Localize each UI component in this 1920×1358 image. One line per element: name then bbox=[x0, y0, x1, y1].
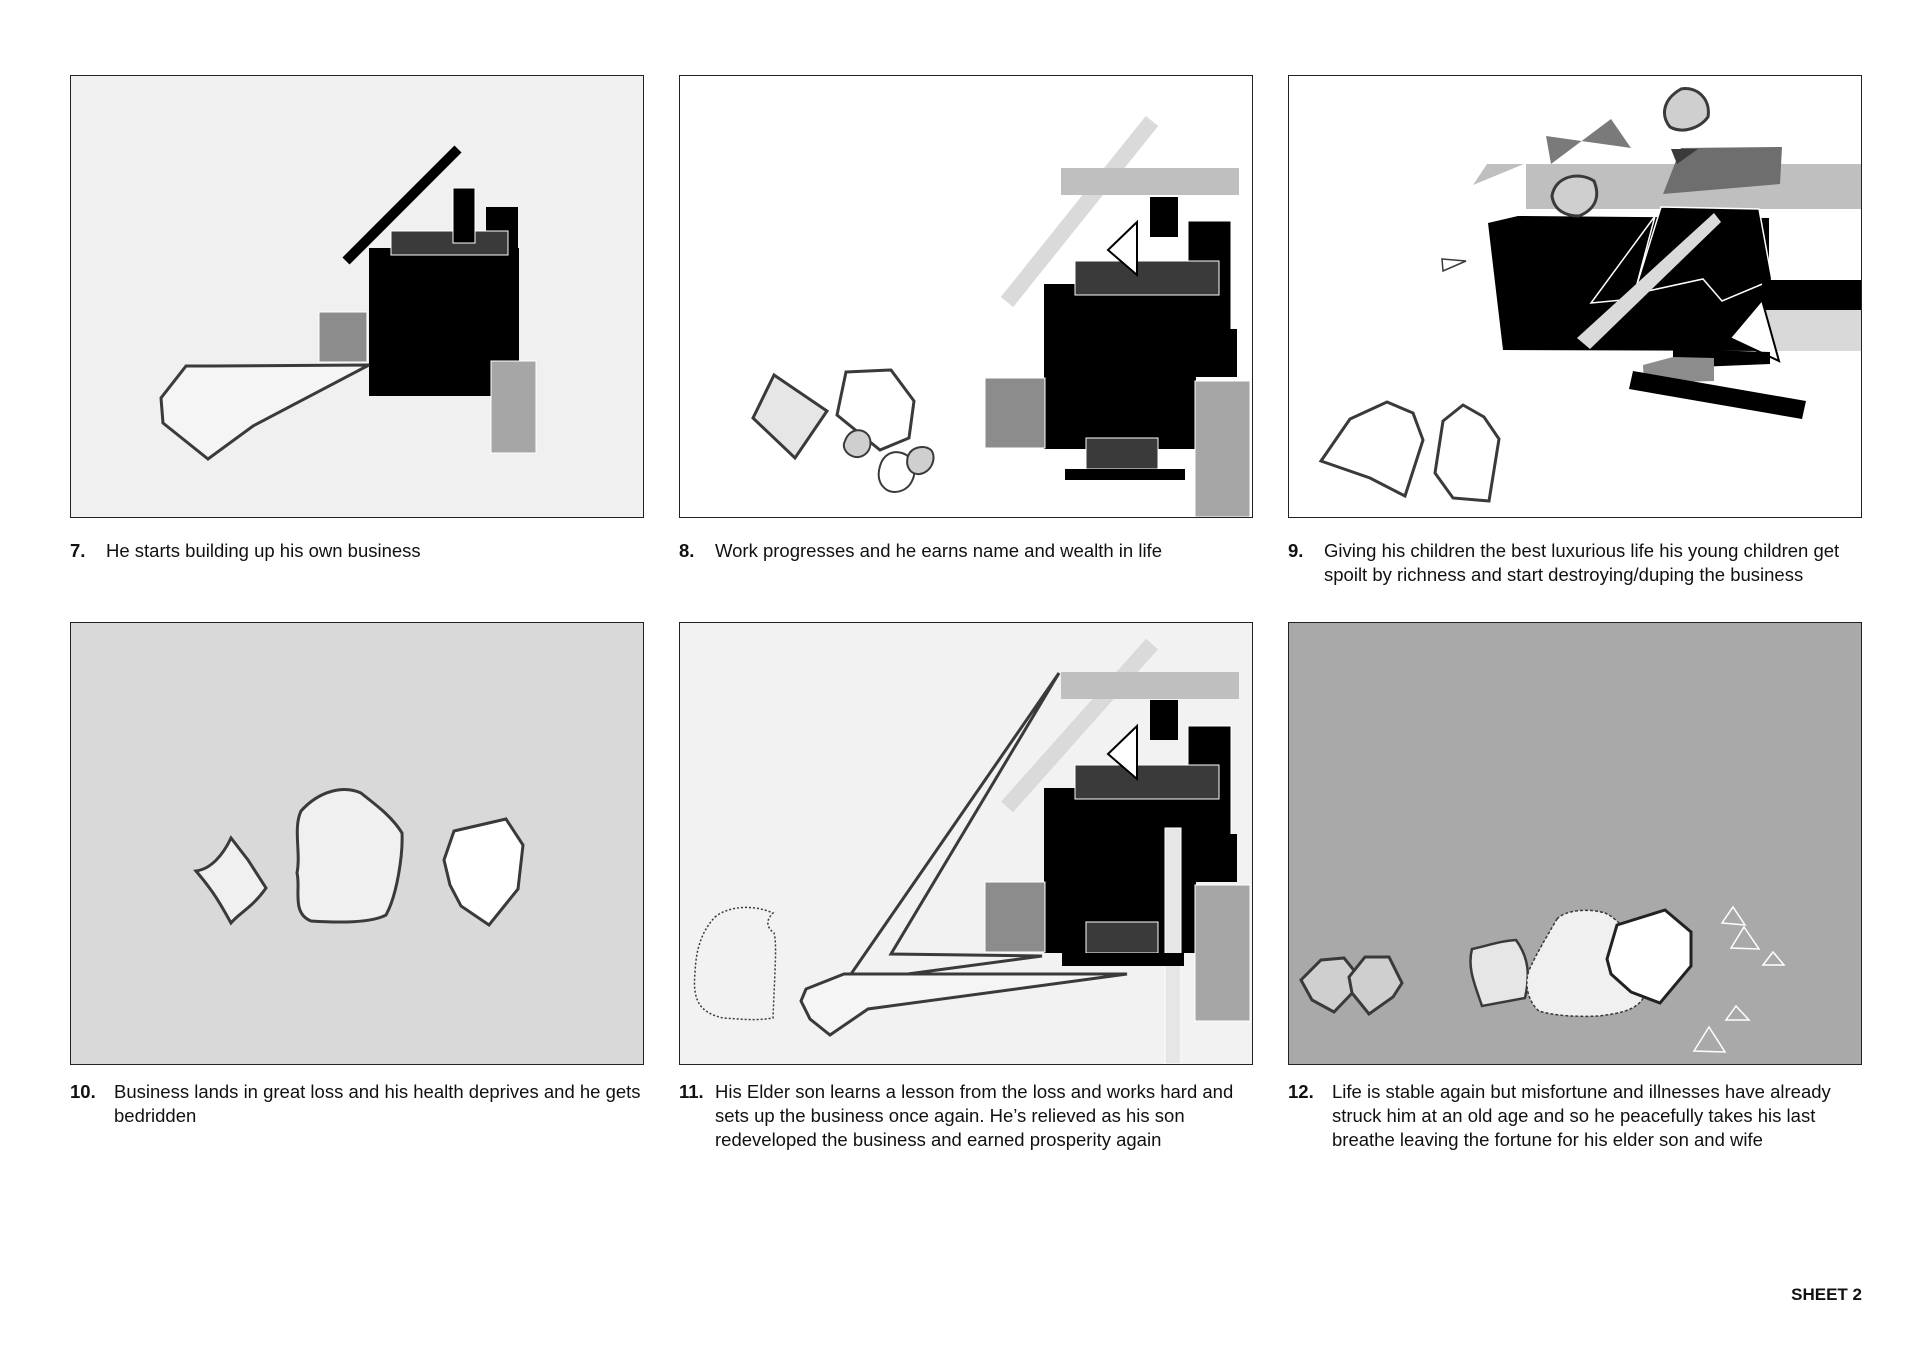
son-character bbox=[799, 972, 1128, 1037]
gray-pillar bbox=[1194, 884, 1251, 1022]
building-chimney bbox=[1150, 197, 1178, 237]
frame-8-illustration bbox=[680, 76, 1252, 517]
gray-pillar bbox=[490, 360, 537, 454]
light-diagonal-beam bbox=[1000, 115, 1159, 308]
top-bar bbox=[1061, 672, 1239, 699]
building-chimney bbox=[452, 187, 476, 244]
frame-caption-text: Work progresses and he earns name and we… bbox=[715, 540, 1162, 561]
small-blob-character bbox=[906, 446, 935, 476]
building-bar bbox=[390, 230, 509, 256]
small-blob-character bbox=[842, 429, 872, 458]
frame-caption-text: He starts building up his own business bbox=[106, 540, 421, 561]
storyboard-frame-11 bbox=[679, 622, 1253, 1065]
hexagon-character bbox=[1605, 908, 1693, 1005]
gray-block bbox=[318, 311, 368, 363]
frame-9-caption: 9. Giving his children the best luxuriou… bbox=[1288, 539, 1878, 587]
small-triangle bbox=[1724, 1004, 1751, 1021]
small-blob-character bbox=[1663, 87, 1710, 132]
frame-10-caption: 10. Business lands in great loss and his… bbox=[70, 1080, 660, 1128]
frame-number: 12. bbox=[1288, 1081, 1314, 1102]
frame-number: 9. bbox=[1288, 540, 1304, 561]
frame-number: 10. bbox=[70, 1081, 96, 1102]
frame-7-illustration bbox=[71, 76, 643, 517]
building-block bbox=[1044, 284, 1196, 449]
frame-12-illustration bbox=[1289, 623, 1861, 1064]
gray-pillar bbox=[1194, 380, 1251, 517]
frame-9-illustration bbox=[1289, 76, 1861, 517]
diagonal-beam bbox=[342, 145, 462, 265]
small-triangle bbox=[1761, 950, 1786, 966]
frame-10-illustration bbox=[71, 623, 643, 1064]
blob-character bbox=[295, 788, 404, 924]
light-block bbox=[1763, 310, 1861, 351]
frame-caption-text: Giving his children the best luxurious l… bbox=[1324, 540, 1840, 585]
frame-number: 11. bbox=[679, 1081, 704, 1102]
small-blob-character bbox=[1550, 174, 1599, 218]
frame-number: 7. bbox=[70, 540, 86, 561]
hexagon-character bbox=[442, 817, 525, 928]
hexagon-character bbox=[1347, 955, 1404, 1017]
building-base bbox=[1085, 437, 1159, 470]
frame-caption-text: Business lands in great loss and his hea… bbox=[114, 1081, 641, 1126]
small-blob-character bbox=[877, 451, 916, 493]
gray-block bbox=[984, 881, 1046, 953]
small-triangle bbox=[1729, 925, 1761, 950]
building-step bbox=[1192, 329, 1237, 377]
building-chimney bbox=[1150, 700, 1178, 740]
character-beam bbox=[159, 363, 370, 461]
diamond-character bbox=[751, 372, 830, 461]
storyboard-frame-12 bbox=[1288, 622, 1862, 1065]
storyboard-frame-8 bbox=[679, 75, 1253, 518]
hexagon-character bbox=[1299, 956, 1359, 1014]
gray-shard bbox=[1546, 119, 1631, 164]
small-triangle bbox=[1441, 258, 1467, 273]
frame-11-caption: 11. His Elder son learns a lesson from t… bbox=[679, 1080, 1269, 1152]
building-foundation bbox=[1062, 953, 1184, 966]
blob-character bbox=[1469, 938, 1530, 1008]
dark-shard bbox=[1589, 215, 1656, 304]
hexagon-character bbox=[1433, 403, 1501, 503]
storyboard-frame-7 bbox=[70, 75, 644, 518]
dark-shard bbox=[1671, 149, 1698, 164]
storyboard-frame-10 bbox=[70, 622, 644, 1065]
dark-beam bbox=[1629, 371, 1806, 419]
light-diagonal-beam bbox=[1001, 638, 1158, 813]
light-pillar bbox=[1164, 827, 1182, 1064]
small-triangle bbox=[1720, 905, 1747, 926]
gray-shard bbox=[1663, 147, 1782, 194]
building-bar bbox=[1074, 260, 1220, 296]
bedridden-character bbox=[193, 835, 268, 926]
white-triangle bbox=[1728, 297, 1781, 363]
building-foundation bbox=[1065, 469, 1185, 480]
light-shard bbox=[1473, 164, 1524, 185]
sheet-label: SHEET 2 bbox=[1791, 1285, 1862, 1304]
storyboard-frame-9 bbox=[1288, 75, 1862, 518]
fading-father-character bbox=[693, 906, 777, 1021]
frame-12-caption: 12. Life is stable again but misfortune … bbox=[1288, 1080, 1878, 1152]
frame-number: 8. bbox=[679, 540, 695, 561]
frame-11-illustration bbox=[680, 623, 1252, 1064]
frame-7-caption: 7. He starts building up his own busines… bbox=[70, 539, 660, 563]
frame-caption-text: His Elder son learns a lesson from the l… bbox=[715, 1081, 1234, 1150]
gray-block bbox=[984, 377, 1046, 449]
frame-8-caption: 8. Work progresses and he earns name and… bbox=[679, 539, 1269, 563]
light-diagonal-beam bbox=[1577, 213, 1721, 349]
white-triangle bbox=[1106, 723, 1138, 782]
building-step bbox=[1192, 834, 1237, 882]
hexagon-character bbox=[1318, 400, 1425, 499]
top-bar bbox=[1061, 168, 1239, 195]
small-triangle bbox=[1692, 1025, 1727, 1053]
son-reaching-beam bbox=[848, 672, 1061, 977]
building-base bbox=[1085, 921, 1159, 954]
frame-background bbox=[71, 76, 643, 517]
frame-caption-text: Life is stable again but misfortune and … bbox=[1332, 1081, 1831, 1150]
building-bar bbox=[1074, 764, 1220, 800]
white-triangle bbox=[1106, 219, 1138, 278]
